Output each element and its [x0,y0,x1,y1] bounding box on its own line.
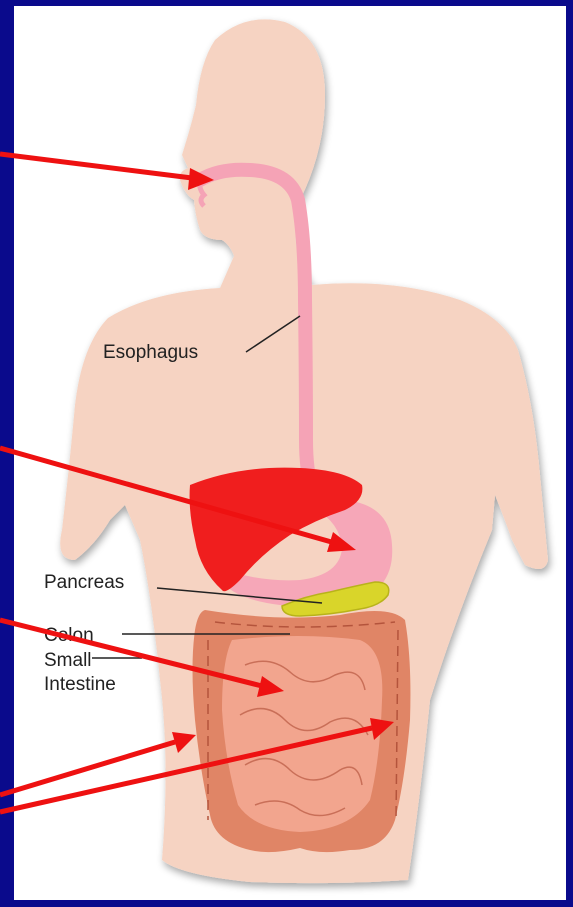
small-intestine-label-line2: Intestine [44,674,116,695]
small-intestine-label-line1: Small [44,650,92,671]
esophagus-label: Esophagus [103,342,198,363]
small-intestine [222,636,382,832]
pancreas-label: Pancreas [44,572,124,593]
